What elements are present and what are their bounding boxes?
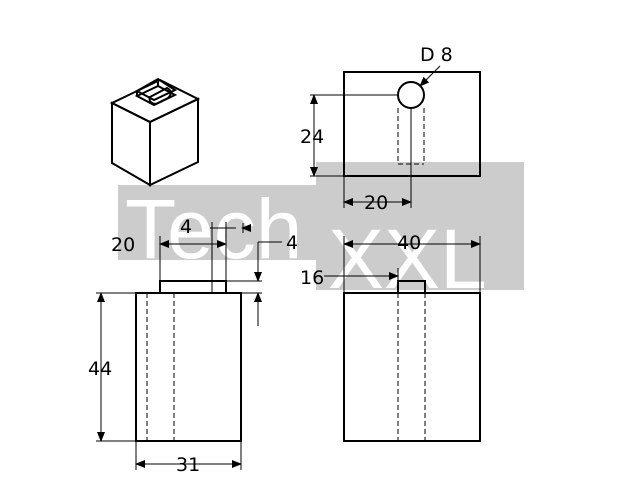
top-view: [310, 65, 481, 208]
watermark-text-right: XXL: [328, 212, 487, 306]
dim-front-height: 44: [88, 358, 112, 380]
front-view: [96, 222, 282, 470]
dim-side-width: 40: [397, 232, 421, 254]
watermark-text-left: Tech: [125, 182, 302, 276]
dim-hole-diameter: D 8: [420, 44, 453, 66]
dim-front-peg-offset: 20: [111, 234, 135, 256]
isometric-view: [109, 77, 201, 187]
watermark-box-right: [316, 162, 524, 290]
watermark: Tech XXL: [118, 162, 524, 306]
dimension-labels: D 8 24 20 20 4 4 44 31 40 16: [88, 44, 453, 476]
side-view: [324, 236, 481, 442]
dim-front-width: 31: [176, 454, 200, 476]
dim-front-peg-height: 4: [286, 232, 298, 254]
dim-top-height: 24: [300, 126, 324, 148]
dim-front-peg-width: 4: [180, 216, 192, 238]
dim-side-peg-offset: 16: [300, 267, 324, 289]
dim-top-hole-offset: 20: [364, 192, 388, 214]
